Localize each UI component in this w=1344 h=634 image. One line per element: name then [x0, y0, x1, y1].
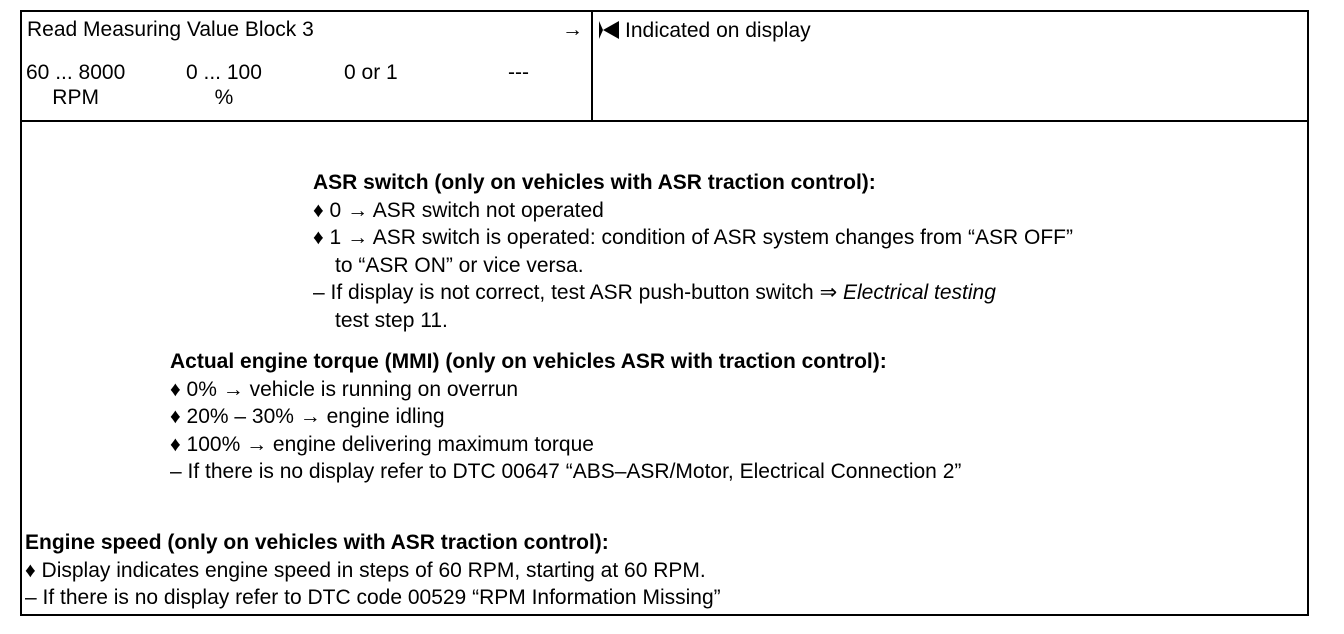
asr-switch-line-1: ♦ 1 → ASR switch is operated: condition … — [313, 226, 1073, 249]
block-title: Read Measuring Value Block 3 — [27, 18, 314, 41]
asr-switch-line-5: test step 11. — [335, 308, 448, 332]
asr-switch-line-0: ♦ 0 → ASR switch not operated — [313, 198, 604, 222]
engine-torque-line-3: – If there is no display refer to DTC 00… — [170, 460, 962, 483]
engine-speed-heading: Engine speed (only on vehicles with ASR … — [25, 531, 609, 554]
electrical-testing-ref: Electrical testing — [843, 281, 996, 304]
field-2-range: 0 ... 100 % — [186, 61, 262, 109]
display-group-cell: Read Measuring Value Block 3 → 60 ... 80… — [22, 12, 593, 120]
engine-torque-line-2: ♦ 100% → engine delivering maximum torqu… — [170, 432, 594, 456]
asr-switch-heading: ASR switch (only on vehicles with ASR tr… — [313, 171, 876, 194]
pointer-triangle-icon — [599, 21, 619, 39]
field-4-range: --- — [508, 61, 529, 84]
field-2-unit: % — [214, 86, 234, 109]
indicated-label: Indicated on display — [625, 19, 811, 42]
asr-switch-line-3: – If display is not correct, test ASR pu… — [313, 281, 996, 304]
field-1-unit: RPM — [52, 86, 99, 109]
engine-speed-section: Engine speed (only on vehicles with ASR … — [25, 529, 721, 612]
engine-speed-line-0: ♦ Display indicates engine speed in step… — [25, 558, 706, 582]
indicated-on-display: Indicated on display — [599, 18, 811, 44]
engine-torque-line-0: ♦ 0% → vehicle is running on overrun — [170, 377, 519, 401]
field-3-range: 0 or 1 — [344, 61, 398, 84]
engine-torque-section: Actual engine torque (MMI) (only on vehi… — [170, 348, 961, 486]
right-arrow-icon: → — [562, 18, 583, 41]
engine-torque-line-1: ♦ 20% – 30% → engine idling — [170, 405, 445, 428]
engine-torque-heading: Actual engine torque (MMI) (only on vehi… — [170, 350, 887, 373]
indicated-cell: Indicated on display — [593, 12, 1307, 120]
measuring-block-table: Read Measuring Value Block 3 → 60 ... 80… — [20, 10, 1309, 616]
header-row: Read Measuring Value Block 3 → 60 ... 80… — [22, 12, 1307, 122]
engine-speed-line-1: – If there is no display refer to DTC co… — [25, 586, 721, 609]
field-1-range: 60 ... 8000 RPM — [26, 61, 126, 109]
asr-switch-section: ASR switch (only on vehicles with ASR tr… — [313, 169, 1073, 334]
asr-switch-line-2: to “ASR ON” or vice versa. — [335, 253, 584, 277]
